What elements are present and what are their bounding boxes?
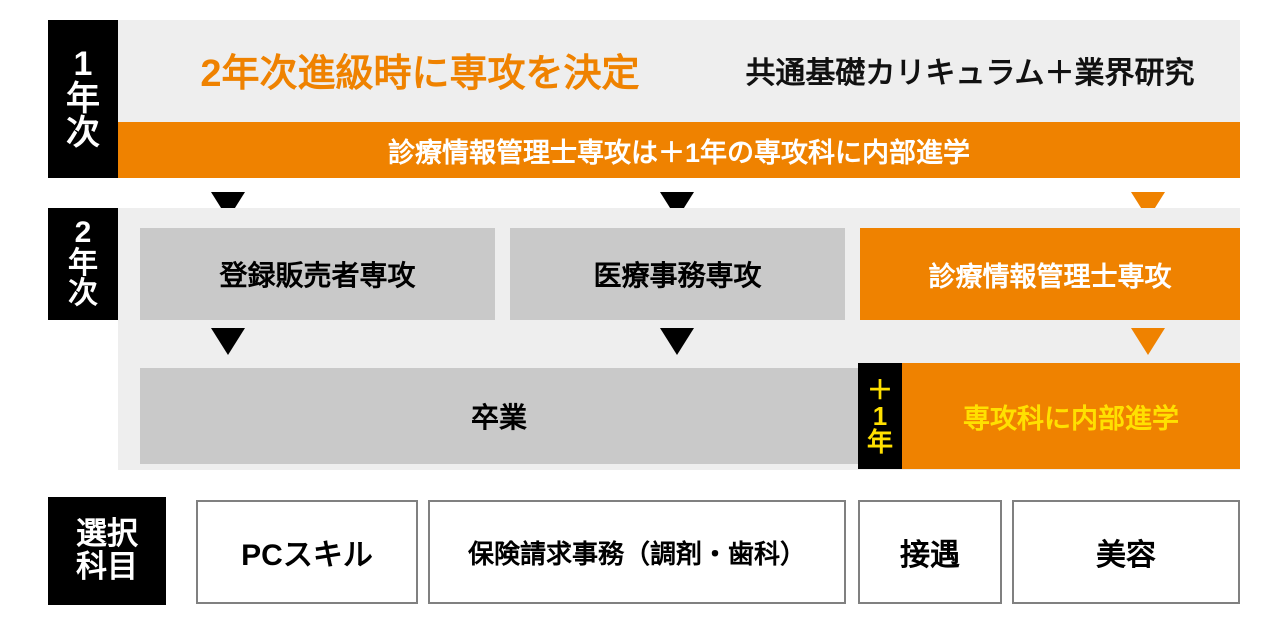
major-medical-office-label: 医療事務専攻 xyxy=(593,260,762,291)
elective-beauty-label: 美容 xyxy=(1096,539,1156,572)
elective-pc-skills: PCスキル xyxy=(196,500,418,604)
major-registered-seller-label: 登録販売者専攻 xyxy=(219,260,416,291)
elective-subjects-tag: 選択 科目 xyxy=(48,497,166,605)
plus-one-year-char-0: ＋ xyxy=(866,375,893,405)
graduation-bar: 卒業 xyxy=(140,368,858,464)
major-medical-office: 医療事務専攻 xyxy=(510,228,845,320)
year1-label-char-1: 年 xyxy=(66,79,100,118)
arrow-medical-office-to-graduation xyxy=(660,328,694,355)
elective-tag-line-0: 選択 xyxy=(76,516,138,552)
advance-label: 専攻科に内部進学 xyxy=(963,403,1179,434)
elective-tag-line-1: 科目 xyxy=(76,549,138,584)
plus-one-year-char-2: 年 xyxy=(866,427,893,457)
plus-one-year-char-1: 1 xyxy=(872,401,888,431)
elective-insurance-claims: 保険請求事務（調剤・歯科） xyxy=(428,500,846,604)
elective-hospitality-label: 接遇 xyxy=(900,539,960,572)
plus-one-year-tag: ＋ 1 年 xyxy=(858,363,902,469)
major-health-info-manager: 診療情報管理士専攻 xyxy=(860,228,1240,320)
year1-label: 1 年 次 xyxy=(48,20,118,178)
arrow-health-info-manager-to-advance xyxy=(1131,328,1165,355)
year1-label-char-0: 1 xyxy=(73,44,93,83)
elective-hospitality: 接遇 xyxy=(858,500,1002,604)
year2-label-char-0: 2 xyxy=(74,216,92,250)
major-registered-seller: 登録販売者専攻 xyxy=(140,228,495,320)
arrow-registered-seller-to-graduation xyxy=(211,328,245,355)
year2-label: 2 年 次 xyxy=(48,208,118,320)
year1-label-char-2: 次 xyxy=(66,114,100,153)
banner-internal-advancement: 診療情報管理士専攻は＋1年の専攻科に内部進学 xyxy=(118,122,1240,178)
year2-label-char-2: 次 xyxy=(68,277,98,311)
graduation-label: 卒業 xyxy=(470,402,527,433)
headline-common-curriculum: 共通基礎カリキュラム＋業界研究 xyxy=(745,57,1195,90)
year2-label-char-1: 年 xyxy=(68,246,98,280)
major-health-info-manager-label: 診療情報管理士専攻 xyxy=(928,261,1172,292)
advance-to-specialty-course: 専攻科に内部進学 xyxy=(902,363,1240,469)
year1-headline-backdrop xyxy=(118,20,1240,122)
elective-insurance-claims-label: 保険請求事務（調剤・歯科） xyxy=(467,538,806,569)
elective-pc-skills-label: PCスキル xyxy=(241,539,373,572)
headline-decide-major: 2年次進級時に専攻を決定 xyxy=(200,52,640,95)
elective-beauty: 美容 xyxy=(1012,500,1240,604)
